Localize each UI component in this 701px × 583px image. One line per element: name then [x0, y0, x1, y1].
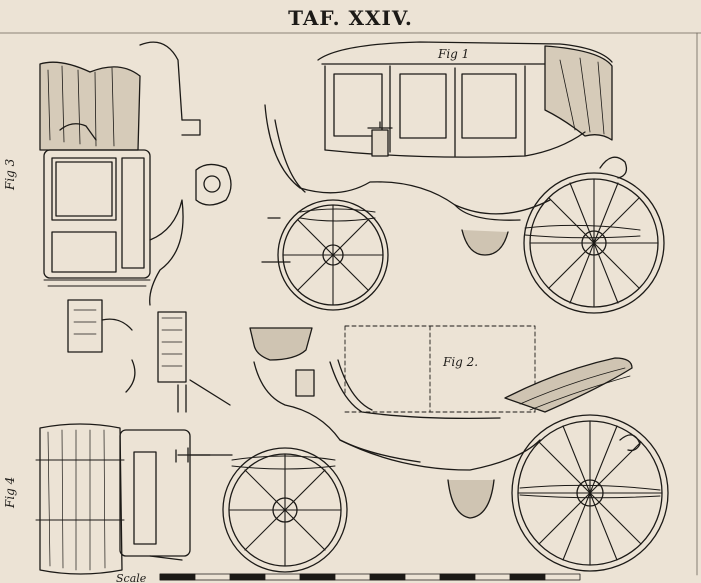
- fig1-label: Fig 1: [437, 47, 469, 61]
- scale-label: Scale: [116, 572, 147, 583]
- fig4-rear-elevation: [35, 423, 211, 575]
- fig2-open-carriage: [177, 325, 669, 573]
- frame-lines: [0, 32, 701, 576]
- fig3-front-elevation: [39, 41, 232, 413]
- scale-bar: [159, 573, 581, 581]
- fig2-label: Fig 2.: [442, 355, 478, 369]
- fig1-closed-coach: [261, 41, 665, 314]
- fig4-label: Fig 4: [3, 477, 17, 509]
- plate-title: TAF. XXIV.: [288, 6, 413, 30]
- fig3-label: Fig 3: [3, 158, 17, 191]
